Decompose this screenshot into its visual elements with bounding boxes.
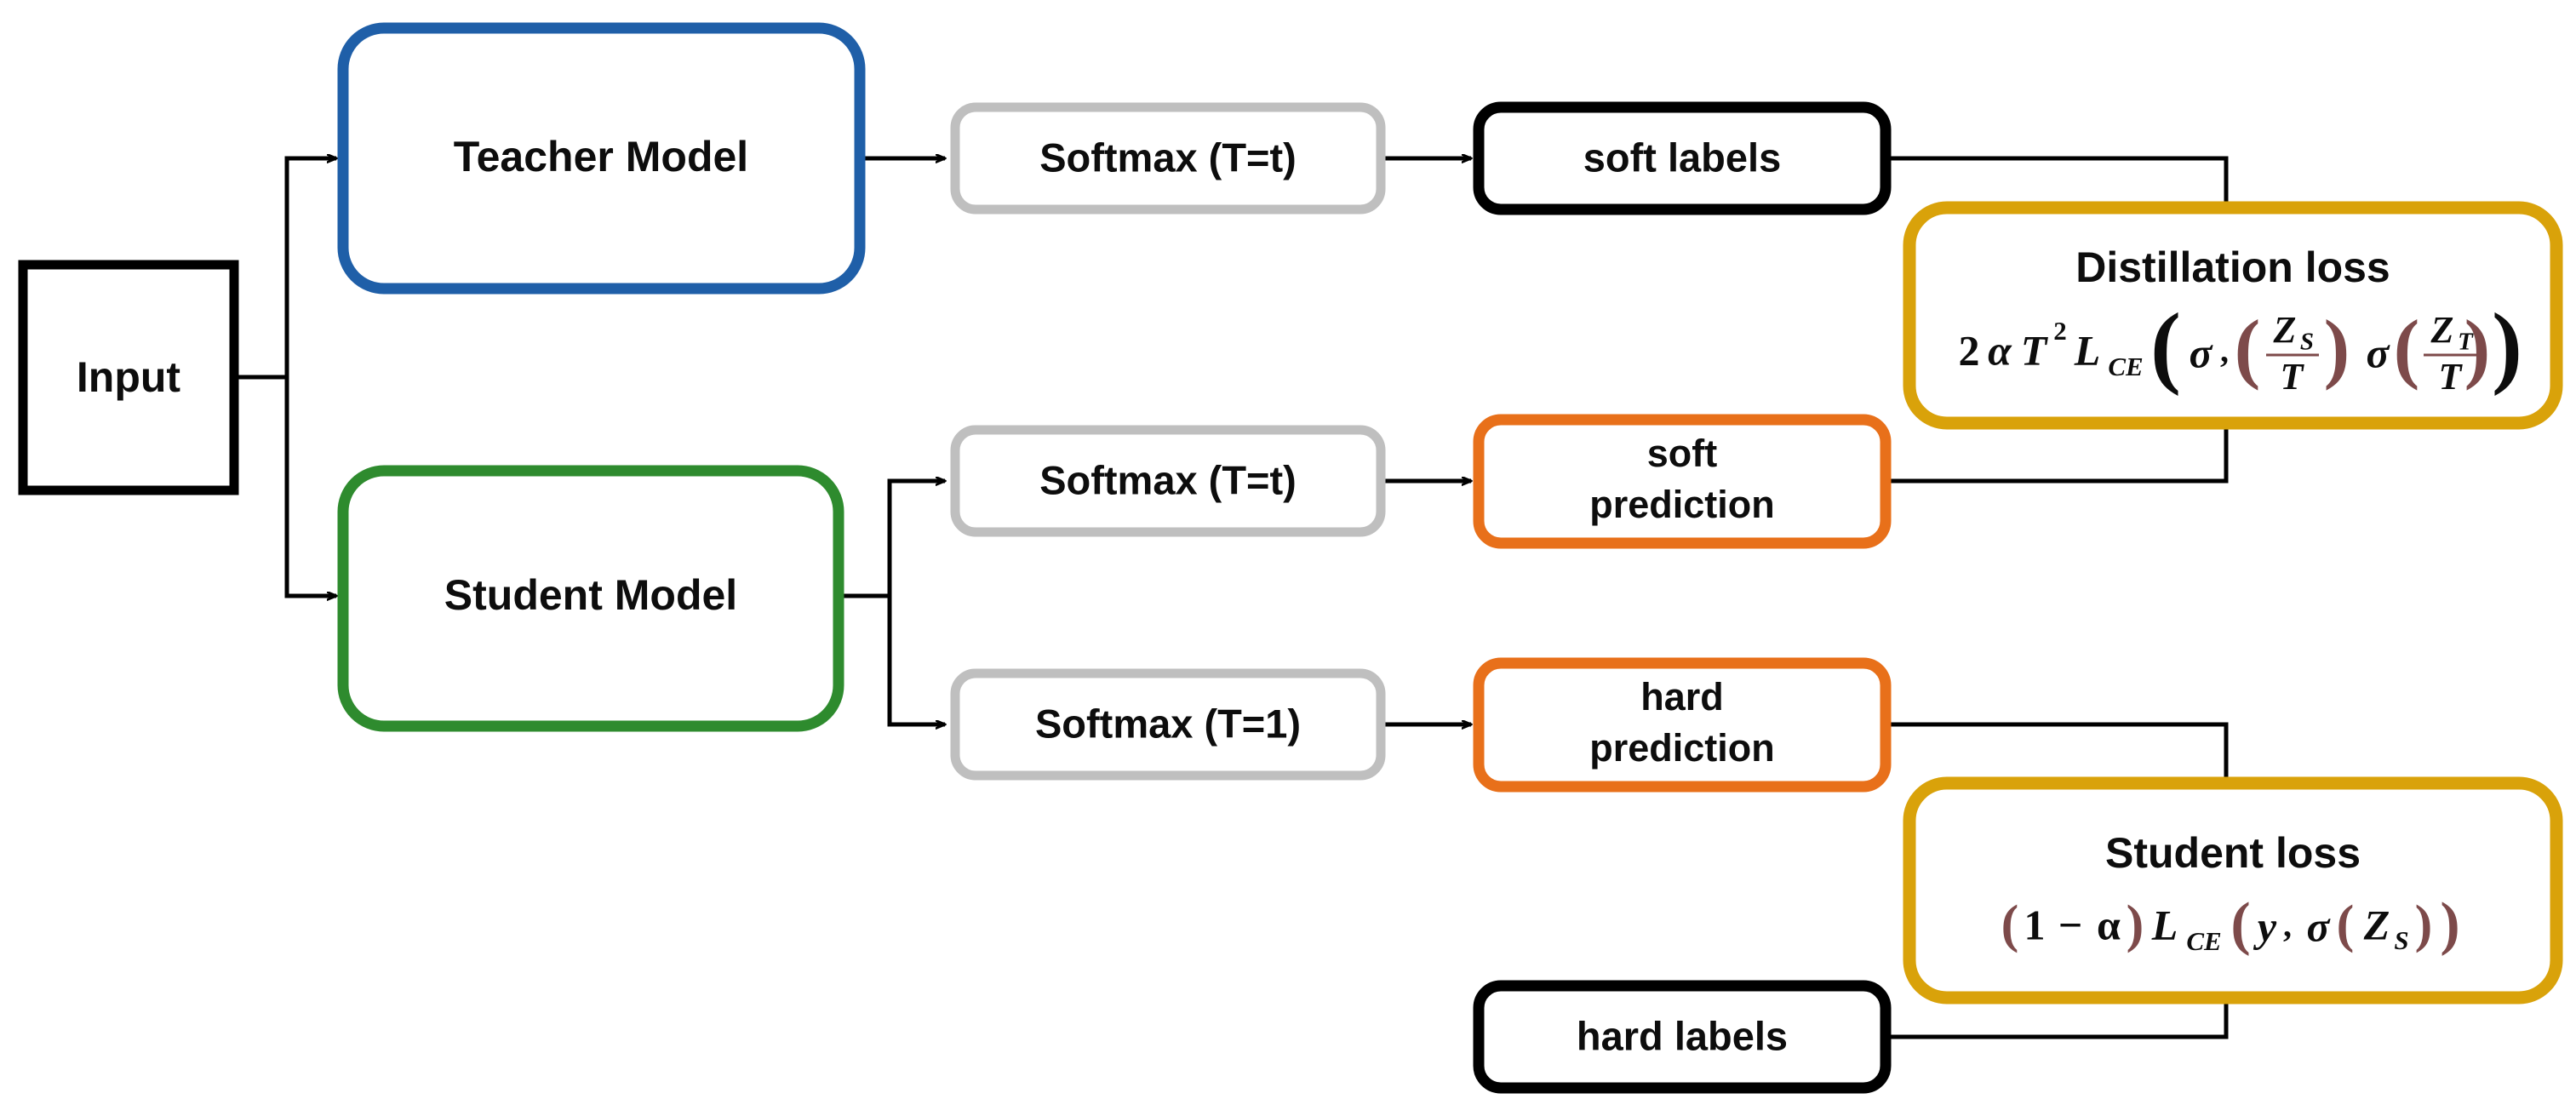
formula-frac2-numerator-subscript: T	[2458, 329, 2474, 356]
student-formula-loss-symbol: L	[2151, 901, 2178, 948]
student-formula-z: Z	[2363, 901, 2390, 948]
formula-alpha: α	[1988, 326, 2012, 374]
node-softmax-student-soft-label: Softmax (T=t)	[1039, 457, 1297, 502]
node-soft-prediction-label-line1: soft	[1647, 432, 1718, 475]
node-hard-labels-label: hard labels	[1577, 1013, 1788, 1058]
student-formula-sigma: σ	[2307, 902, 2332, 950]
node-soft-labels-label: soft labels	[1583, 135, 1781, 180]
student-formula-arg-paren-close: )	[2440, 891, 2459, 957]
student-formula-arg-y: y	[2253, 902, 2277, 950]
edge-soft-labels-to-distillation-loss	[1886, 156, 2240, 215]
connectors	[234, 156, 2240, 1039]
node-hard-labels[interactable]: hard labels	[1473, 980, 1892, 1094]
node-softmax-teacher-label: Softmax (T=t)	[1039, 135, 1297, 180]
node-soft-labels[interactable]: soft labels	[1473, 101, 1892, 215]
formula-frac2-paren-close: )	[2464, 304, 2491, 391]
student-formula-alpha: α	[2097, 901, 2121, 948]
student-formula-minus: −	[2058, 901, 2083, 948]
formula-loss-symbol: L	[2074, 326, 2101, 374]
node-student-loss-title: Student loss	[2105, 829, 2361, 877]
formula-sigma-1: σ	[2190, 329, 2214, 376]
student-formula-z-subscript: S	[2394, 925, 2408, 955]
student-formula-inner-paren-close: )	[2415, 896, 2433, 953]
student-formula-paren-close: )	[2127, 896, 2144, 953]
node-soft-prediction[interactable]: soft prediction	[1473, 414, 1892, 549]
formula-frac1-denominator: T	[2281, 356, 2305, 398]
student-formula-inner-paren-open: (	[2337, 896, 2355, 953]
edge-input-to-student	[284, 377, 336, 596]
formula-frac1-numerator: Z	[2273, 309, 2297, 351]
formula-frac2-paren-open: (	[2394, 304, 2420, 391]
node-teacher-model[interactable]: Teacher Model	[337, 22, 866, 295]
formula-frac1-numerator-subscript: S	[2300, 329, 2314, 356]
edge-hard-labels-to-student-loss	[1886, 990, 2229, 1039]
node-teacher-model-label: Teacher Model	[454, 133, 748, 180]
node-input-label: Input	[77, 353, 181, 401]
student-formula-comma: ,	[2283, 906, 2292, 944]
formula-comma-1: ,	[2220, 331, 2229, 369]
edge-soft-prediction-to-distillation-loss	[1886, 415, 2229, 484]
node-softmax-student-hard[interactable]: Softmax (T=1)	[950, 668, 1386, 781]
node-student-model[interactable]: Student Model	[337, 465, 844, 732]
edge-student-to-softmax-soft	[839, 481, 945, 598]
student-loss-formula: ( 1 − α ) L CE ( y , σ ( Z S ) )	[2001, 891, 2460, 957]
formula-coef: 2	[1959, 326, 1980, 374]
distillation-loss-formula: 2 α T 2 L CE ( ) σ , ( Z S	[1959, 295, 2522, 398]
formula-frac2-denominator: T	[2439, 356, 2464, 398]
formula-outer-paren-close: )	[2492, 295, 2522, 397]
formula-outer-paren-open: (	[2150, 295, 2181, 397]
student-formula-arg-paren-open: (	[2230, 891, 2250, 957]
formula-temp: T	[2021, 326, 2049, 374]
student-formula-loss-subscript: CE	[2186, 926, 2221, 956]
formula-frac2-numerator: Z	[2430, 309, 2454, 351]
formula-loss-subscript: CE	[2108, 352, 2143, 381]
edge-hard-prediction-to-student-loss	[1886, 722, 2240, 791]
node-distillation-loss[interactable]: Distillation loss 2 α T 2 L CE ( ) σ	[1903, 201, 2563, 430]
node-softmax-student-soft[interactable]: Softmax (T=t)	[950, 425, 1386, 537]
node-distillation-loss-title: Distillation loss	[2075, 243, 2390, 291]
node-input[interactable]: Input	[18, 260, 239, 495]
node-hard-prediction-label-line2: prediction	[1589, 726, 1775, 770]
edge-input-to-teacher	[234, 158, 336, 380]
node-hard-prediction[interactable]: hard prediction	[1473, 657, 1892, 793]
node-hard-prediction-label-line1: hard	[1640, 675, 1724, 718]
formula-frac1-paren-open: (	[2235, 304, 2261, 391]
node-soft-prediction-label-line2: prediction	[1589, 483, 1775, 526]
formula-frac1-paren-close: )	[2324, 304, 2350, 391]
formula-temp-exponent: 2	[2053, 316, 2067, 346]
node-softmax-teacher[interactable]: Softmax (T=t)	[950, 102, 1386, 215]
formula-sigma-2: σ	[2367, 329, 2391, 376]
edge-student-to-softmax-hard	[887, 596, 945, 724]
node-student-model-label: Student Model	[444, 571, 737, 619]
node-student-loss[interactable]: Student loss ( 1 − α ) L CE ( y , σ ( Z …	[1903, 776, 2563, 1005]
student-formula-paren-open: (	[2001, 896, 2019, 953]
student-formula-one: 1	[2024, 901, 2046, 948]
node-softmax-student-hard-label: Softmax (T=1)	[1035, 701, 1301, 746]
